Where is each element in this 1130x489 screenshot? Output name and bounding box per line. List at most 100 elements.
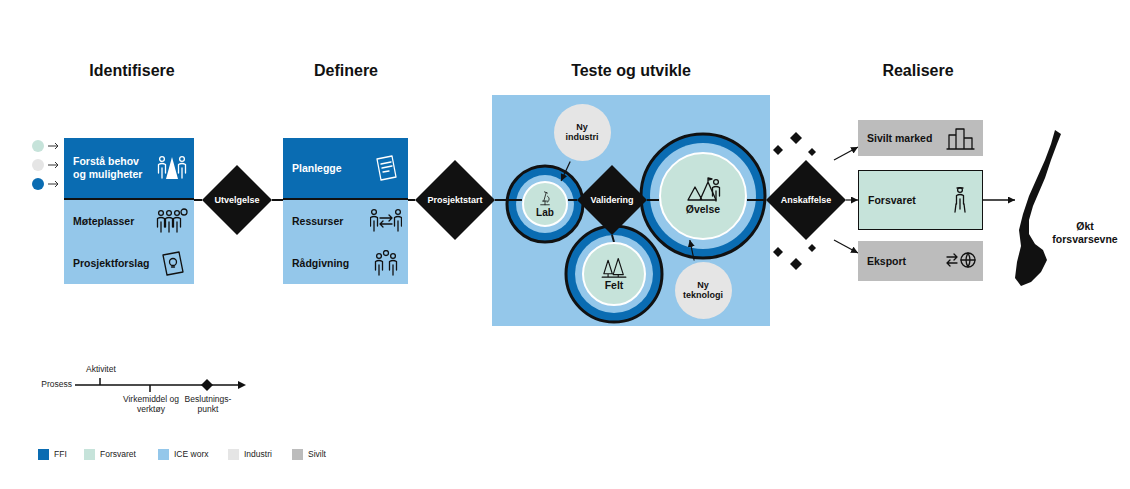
procurement-diamonds xyxy=(808,244,816,252)
activity-box: Planlegge xyxy=(283,138,408,200)
legend-label: Virkemiddel og verktøy xyxy=(122,395,180,415)
icon-stroke xyxy=(172,266,175,267)
icon-group xyxy=(371,210,402,231)
icon-stroke xyxy=(371,217,378,232)
start-dots xyxy=(32,140,44,152)
diamond-shape xyxy=(766,160,846,240)
decision-diamond: Utvelgelse xyxy=(202,165,272,235)
node-text-group: Rådgivning xyxy=(292,257,368,270)
icon-stroke xyxy=(160,157,165,162)
legend-swatch xyxy=(292,449,303,460)
node-text-group: Ny teknologi xyxy=(680,280,726,301)
test-panel xyxy=(492,95,770,326)
icon-group xyxy=(947,129,974,149)
advice-icon xyxy=(370,250,402,276)
process-legend-sample xyxy=(201,379,213,391)
loop-ring xyxy=(507,166,583,242)
idea-icon xyxy=(156,250,188,276)
legend-item: ICE worx xyxy=(158,449,208,460)
icon-stroke xyxy=(957,195,964,210)
input-circle: Ny teknologi xyxy=(674,261,733,320)
node-label: Ressurser xyxy=(292,215,368,228)
icon-stroke xyxy=(384,251,389,256)
node-label: Eksport xyxy=(867,255,943,268)
node-label: Økt forsvarsevne xyxy=(1048,220,1122,245)
icon-stroke xyxy=(376,261,383,276)
icon-stroke xyxy=(602,259,626,278)
node-text-group: Forstå behov og muligheter xyxy=(73,155,154,180)
legend-label: Industri xyxy=(244,450,272,460)
icon-stroke xyxy=(159,164,166,179)
norway-map: Økt forsvarsevne xyxy=(1015,130,1125,290)
node-text-group: Validering xyxy=(590,195,633,206)
diamond-shape xyxy=(202,165,272,235)
start-dots xyxy=(32,178,44,190)
node-label: Forstå behov og muligheter xyxy=(73,155,154,180)
procurement-diamonds xyxy=(773,145,783,155)
process-legend-sample xyxy=(75,378,240,392)
process-connector xyxy=(561,162,570,182)
node-label: Prosjektstart xyxy=(427,195,482,206)
legend-swatch xyxy=(38,449,49,460)
city-icon xyxy=(945,125,977,151)
decision-diamond: Anskaffelse xyxy=(766,160,846,240)
icon-stroke xyxy=(390,261,397,276)
node-label: Forsvaret xyxy=(868,194,942,207)
stage-heading: Realisere xyxy=(882,62,953,80)
icon-stroke xyxy=(377,156,396,180)
process-legend-sample xyxy=(238,381,246,389)
icon-stroke xyxy=(174,218,181,233)
arena-circle: Lab xyxy=(522,181,568,227)
node-text-group: Økt forsvarsevne xyxy=(1048,220,1122,245)
process-legend-sample xyxy=(75,378,246,392)
icon-stroke xyxy=(688,178,716,200)
legend-label: Forsvaret xyxy=(100,450,136,460)
node-text-group: Øvelse xyxy=(681,176,725,215)
icon-group xyxy=(163,252,183,275)
procurement-diamonds xyxy=(790,258,802,270)
node-text-group: Planlegge xyxy=(292,162,368,175)
tents-icon xyxy=(681,176,725,202)
icon-stroke xyxy=(961,253,975,267)
process-connector xyxy=(834,240,858,253)
stage-heading: Identifisere xyxy=(89,62,174,80)
procurement-diamonds xyxy=(773,247,783,257)
node-text-group: Prosjektforslag xyxy=(73,257,154,270)
loop-ring xyxy=(641,134,765,258)
loop-ring xyxy=(650,143,756,249)
node-label: Møteplasser xyxy=(73,215,154,228)
legend-label: ICE worx xyxy=(174,450,208,460)
trees-icon xyxy=(598,256,630,278)
node-label: Felt xyxy=(598,279,630,291)
icon-stroke xyxy=(167,211,172,216)
icon-stroke xyxy=(713,187,720,202)
icon-group xyxy=(159,157,186,179)
legend-label: Prosess xyxy=(20,380,72,390)
legend-item: FFI xyxy=(38,449,67,460)
process-connector xyxy=(612,235,614,242)
icon-stroke xyxy=(170,259,177,266)
legend-swatch xyxy=(84,449,95,460)
legend-label: Beslutnings- punkt xyxy=(182,395,234,415)
node-label: Planlegge xyxy=(292,162,368,175)
icon-stroke xyxy=(175,211,180,216)
loop-ring xyxy=(516,175,574,233)
icon-stroke xyxy=(391,254,396,259)
icon-stroke xyxy=(947,253,975,267)
icon-stroke xyxy=(159,211,164,216)
decision-diamond: Validering xyxy=(577,165,647,235)
legend-label: Aktivitet xyxy=(86,365,146,375)
icon-group xyxy=(602,259,626,278)
process-connector xyxy=(408,199,415,201)
activity-box: Forstå behov og muligheter xyxy=(64,138,194,200)
outcome-box: Eksport xyxy=(858,241,983,281)
circle-shape xyxy=(554,104,611,161)
procurement-diamonds xyxy=(790,132,802,144)
icon-stroke xyxy=(380,215,392,227)
process-connector xyxy=(568,199,577,201)
icon-stroke xyxy=(158,218,165,233)
node-label: Anskaffelse xyxy=(781,195,832,206)
icon-stroke xyxy=(395,217,402,232)
icon-group xyxy=(541,192,550,205)
